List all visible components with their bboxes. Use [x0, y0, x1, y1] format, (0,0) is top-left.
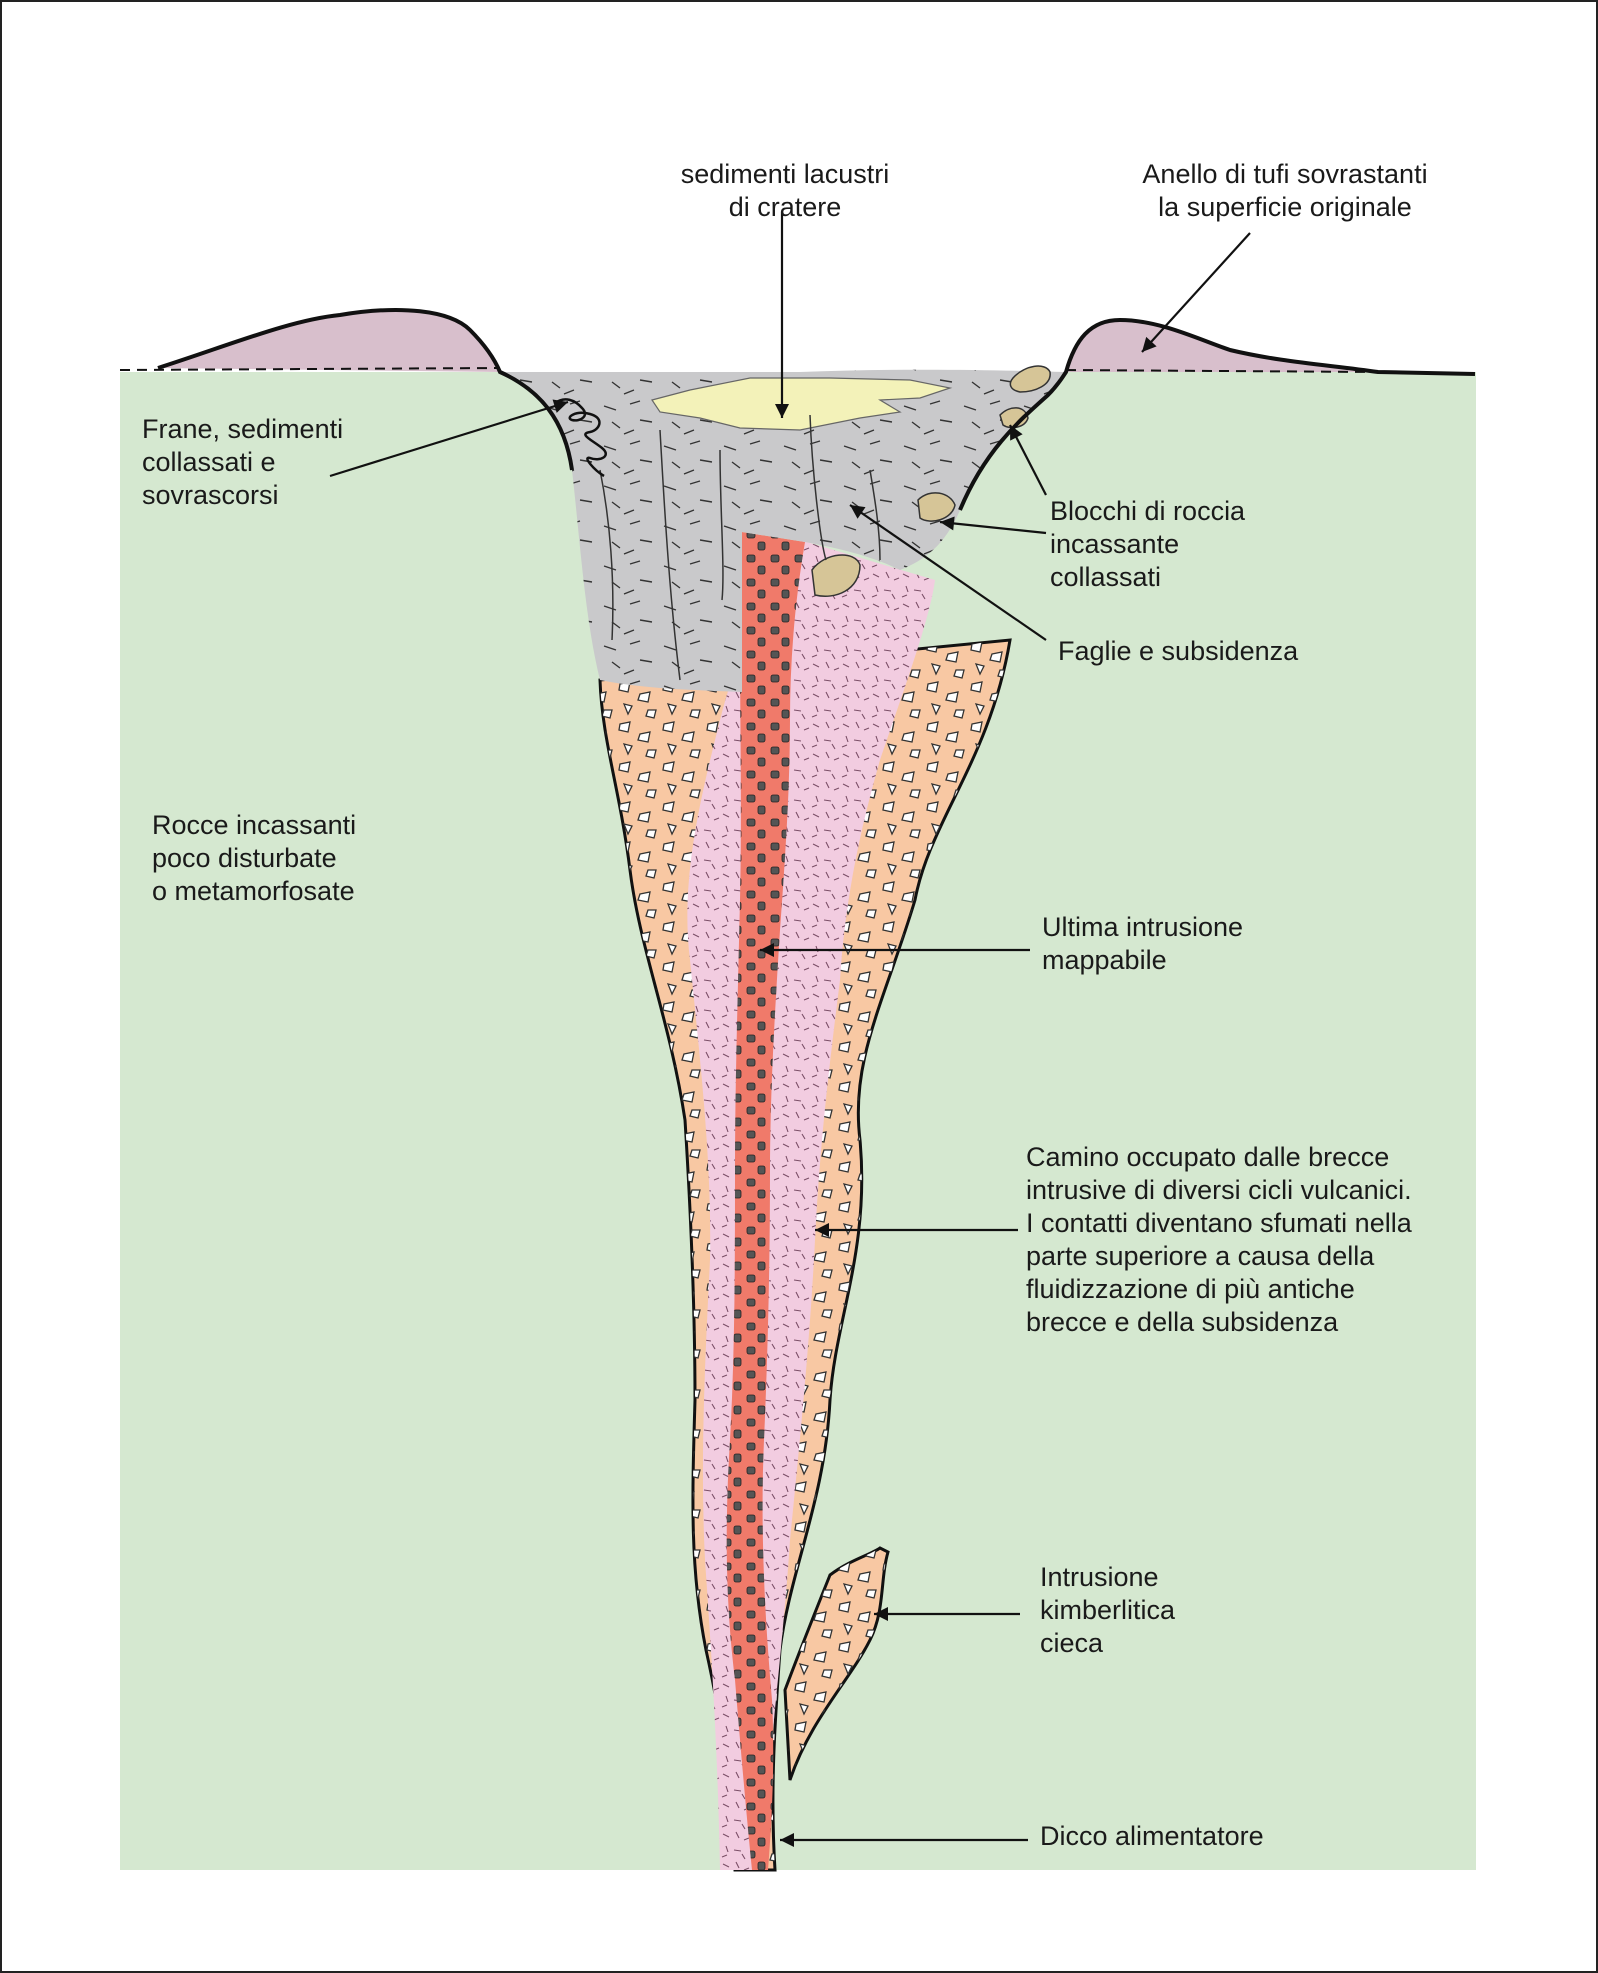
label-feeder-dike: Dicco alimentatore [1040, 1821, 1264, 1851]
fault-line [659, 429, 681, 681]
leader-collapsed-blocks-2 [939, 520, 1047, 535]
label-host-rocks: Rocce incassanti poco disturbate o metam… [152, 810, 357, 906]
collapsed-block [917, 492, 956, 522]
fault-line [869, 469, 881, 561]
leader-landslides-arrowhead [552, 399, 568, 413]
label-tuff-ring: Anello di tufi sovrastanti la superficie… [1142, 159, 1428, 222]
leader-collapsed-blocks-arrowhead [1010, 425, 1023, 441]
fault-line [809, 414, 827, 561]
leader-landslides [329, 400, 569, 478]
leader-faults-arrowhead [850, 505, 866, 519]
label-faults: Faglie e subsidenza [1058, 636, 1299, 666]
tuff-ring-right [1066, 320, 1378, 372]
tuff-ring-left [158, 310, 500, 372]
fault-line [599, 469, 614, 641]
leader-collapsed-blocks-2-arrowhead [940, 516, 955, 531]
lake-sediments [651, 377, 953, 431]
label-blind-intrusion: Intrusione kimberlitica cieca [1040, 1562, 1176, 1658]
leader-lake-sediments-arrowhead [775, 404, 789, 418]
label-breccia-pipe: Camino occupato dalle brecce intrusive d… [1026, 1142, 1412, 1337]
label-lake-sediments: sedimenti lacustri di cratere [680, 159, 890, 222]
label-collapsed-blocks: Blocchi di roccia incassante collassati [1050, 496, 1246, 592]
leader-tuff-ring [1141, 232, 1251, 353]
crater-fill-texture [500, 369, 1066, 692]
collapsed-block [1009, 365, 1051, 393]
label-last-intrusion: Ultima intrusione mappabile [1042, 912, 1244, 975]
blind-intrusion-clasts [785, 1548, 888, 1780]
original-surface [119, 367, 1377, 373]
ground-profile [157, 308, 1476, 511]
leader-lines [329, 212, 1251, 1847]
leader-breccia-pipe-arrowhead [815, 1223, 829, 1237]
leader-feeder-dike-arrowhead [780, 1833, 794, 1847]
leader-blind-intrusion-arrowhead [874, 1607, 888, 1621]
label-landslides: Frane, sedimenti collassati e sovrascors… [142, 414, 344, 510]
slump-fold [554, 398, 607, 478]
leader-last-intrusion-arrowhead [760, 943, 774, 957]
leader-faults [849, 504, 1047, 641]
collapsed-block [811, 554, 861, 597]
last-intrusion-clasts [726, 532, 805, 1870]
leader-tuff-ring-arrowhead [1142, 336, 1157, 352]
fault-line [719, 449, 724, 601]
